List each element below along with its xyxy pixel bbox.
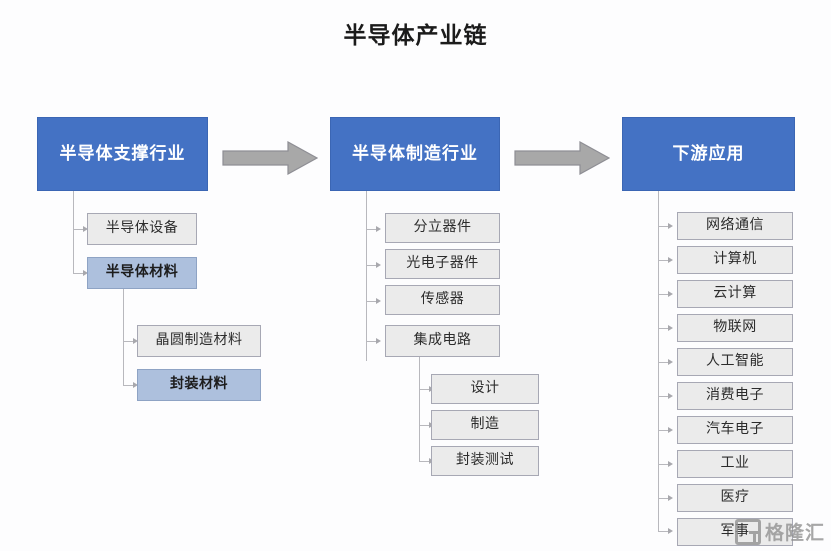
node-ic-manufacturing[interactable]: 制造 — [431, 410, 539, 440]
connector-trunk-col2-sub — [419, 357, 420, 461]
connector-branch-col3-item7 — [658, 464, 670, 465]
node-sensors[interactable]: 传感器 — [385, 285, 500, 315]
arrowhead-col3-item8 — [668, 494, 673, 501]
arrowhead-col3-item9 — [668, 527, 673, 534]
connector-branch-col2-sub1 — [419, 425, 431, 426]
flow-arrow-manufacturing-to-applications — [514, 141, 610, 175]
node-industrial[interactable]: 工业 — [677, 450, 793, 478]
connector-branch-col3-item0 — [658, 226, 670, 227]
node-integrated-circuits[interactable]: 集成电路 — [385, 325, 500, 357]
arrowhead-col1-sub1 — [133, 381, 138, 388]
node-automotive-electronics[interactable]: 汽车电子 — [677, 416, 793, 444]
arrowhead-col2-item1 — [376, 261, 381, 268]
arrowhead-col3-item6 — [668, 426, 673, 433]
node-wafer-fabrication-materials[interactable]: 晶圆制造材料 — [137, 325, 261, 357]
watermark: 格隆汇 — [734, 518, 825, 545]
connector-branch-col2-sub0 — [419, 389, 431, 390]
arrowhead-col3-item4 — [668, 358, 673, 365]
connector-trunk-col3 — [658, 191, 659, 531]
node-discrete-devices[interactable]: 分立器件 — [385, 213, 500, 243]
connector-trunk-col1 — [73, 191, 74, 273]
connector-branch-col3-item9 — [658, 531, 670, 532]
page-title: 半导体产业链 — [343, 23, 488, 48]
connector-branch-col1-item1 — [73, 273, 85, 274]
arrowhead-col3-item7 — [668, 460, 673, 467]
connector-branch-col3-item6 — [658, 430, 670, 431]
connector-branch-col2-item2 — [366, 301, 378, 302]
arrowhead-col3-item0 — [668, 222, 673, 229]
connector-branch-col3-item3 — [658, 328, 670, 329]
arrowhead-col1-item0 — [83, 225, 88, 232]
connector-branch-col1-item0 — [73, 229, 85, 230]
arrowhead-col1-item1 — [83, 269, 88, 276]
connector-branch-col2-item0 — [366, 229, 378, 230]
connector-branch-col2-sub2 — [419, 461, 431, 462]
node-network-communication[interactable]: 网络通信 — [677, 212, 793, 240]
arrowhead-col3-item1 — [668, 256, 673, 263]
connector-branch-col1-sub1 — [123, 385, 135, 386]
connector-branch-col2-item3 — [366, 341, 378, 342]
column-header-downstream-applications[interactable]: 下游应用 — [622, 117, 795, 191]
connector-branch-col3-item1 — [658, 260, 670, 261]
connector-branch-col3-item5 — [658, 396, 670, 397]
node-cloud-computing[interactable]: 云计算 — [677, 280, 793, 308]
arrowhead-col3-item5 — [668, 392, 673, 399]
connector-branch-col2-item1 — [366, 265, 378, 266]
connector-branch-col3-item4 — [658, 362, 670, 363]
watermark-text: 格隆汇 — [764, 523, 825, 544]
arrowhead-col1-sub0 — [133, 337, 138, 344]
node-medical[interactable]: 医疗 — [677, 484, 793, 512]
node-semiconductor-materials[interactable]: 半导体材料 — [87, 257, 197, 289]
node-packaging-materials[interactable]: 封装材料 — [137, 369, 261, 401]
node-computer[interactable]: 计算机 — [677, 246, 793, 274]
connector-trunk-col2 — [366, 191, 367, 361]
column-header-manufacturing-industry[interactable]: 半导体制造行业 — [330, 117, 500, 191]
node-internet-of-things[interactable]: 物联网 — [677, 314, 793, 342]
connector-branch-col1-sub0 — [123, 341, 135, 342]
flow-arrow-support-to-manufacturing — [222, 141, 318, 175]
node-optoelectronic-devices[interactable]: 光电子器件 — [385, 249, 500, 279]
column-header-support-industry[interactable]: 半导体支撑行业 — [37, 117, 208, 191]
g-logo-icon — [734, 518, 761, 545]
node-ic-packaging-testing[interactable]: 封装测试 — [431, 446, 539, 476]
arrowhead-col2-item0 — [376, 225, 381, 232]
connector-branch-col3-item2 — [658, 294, 670, 295]
node-consumer-electronics[interactable]: 消费电子 — [677, 382, 793, 410]
node-artificial-intelligence[interactable]: 人工智能 — [677, 348, 793, 376]
arrowhead-col2-item3 — [376, 337, 381, 344]
node-ic-design[interactable]: 设计 — [431, 374, 539, 404]
node-semiconductor-equipment[interactable]: 半导体设备 — [87, 213, 197, 245]
connector-branch-col3-item8 — [658, 498, 670, 499]
connector-trunk-col1-sub — [123, 289, 124, 385]
arrowhead-col2-item2 — [376, 297, 381, 304]
arrowhead-col3-item2 — [668, 290, 673, 297]
arrowhead-col3-item3 — [668, 324, 673, 331]
